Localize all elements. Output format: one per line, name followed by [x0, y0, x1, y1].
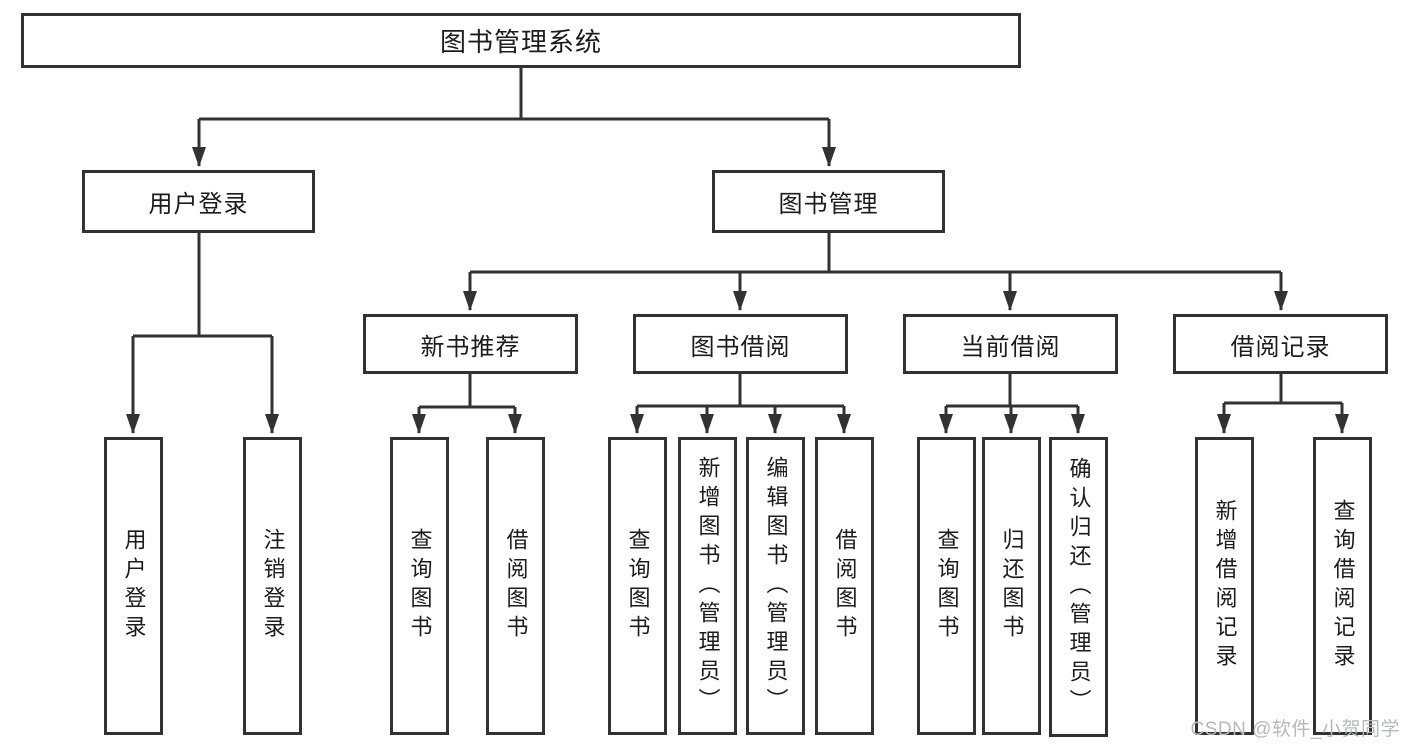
node-label: 归还图书	[999, 528, 1025, 644]
node-label: 编辑图书（管理员）	[763, 455, 789, 717]
node-library-management-system: 图书管理系统	[21, 13, 1021, 68]
node-new-book-recommend: 新书推荐	[363, 314, 578, 374]
node-label: 图书管理	[778, 191, 879, 218]
leaf-query-borrow-record: 查询借阅记录	[1313, 437, 1372, 735]
node-label: 借阅记录	[1230, 333, 1331, 361]
node-label: 用户登录	[148, 191, 249, 218]
node-label: 新增图书（管理员）	[695, 455, 721, 717]
node-label: 注销登录	[260, 528, 286, 644]
leaf-return-books: 归还图书	[982, 437, 1041, 735]
leaf-logout: 注销登录	[243, 437, 302, 735]
node-label: 图书借阅	[690, 333, 791, 361]
node-label: 查询图书	[625, 528, 651, 644]
leaf-add-book-admin: 新增图书（管理员）	[678, 437, 737, 735]
node-label: 查询图书	[407, 528, 433, 644]
node-label: 用户登录	[121, 528, 147, 644]
node-label: 查询图书	[934, 528, 960, 644]
node-label: 当前借阅	[960, 333, 1061, 361]
leaf-query-books-borrowing: 查询图书	[608, 437, 667, 735]
node-label: 确认归还（管理员）	[1066, 456, 1092, 718]
leaf-borrow-books-borrowing: 借阅图书	[815, 437, 874, 735]
node-label: 新增借阅记录	[1212, 499, 1238, 673]
leaf-query-books-current: 查询图书	[917, 437, 976, 735]
leaf-user-login: 用户登录	[104, 437, 163, 735]
node-borrowing-records: 借阅记录	[1173, 314, 1388, 374]
leaf-add-borrow-record: 新增借阅记录	[1195, 437, 1254, 735]
node-label: 查询借阅记录	[1330, 499, 1356, 673]
leaf-borrow-books-recommend: 借阅图书	[486, 437, 545, 735]
node-label: 新书推荐	[420, 333, 521, 361]
node-user-login: 用户登录	[82, 170, 315, 233]
leaf-edit-book-admin: 编辑图书（管理员）	[746, 437, 805, 735]
leaf-query-books-recommend: 查询图书	[390, 437, 449, 735]
node-label: 图书管理系统	[439, 27, 602, 57]
watermark: CSDN @软件_小贺同学	[1190, 719, 1400, 740]
node-label: 借阅图书	[503, 528, 529, 644]
node-current-borrowing: 当前借阅	[903, 314, 1118, 374]
node-book-management: 图书管理	[712, 170, 945, 233]
node-book-borrowing: 图书借阅	[633, 314, 848, 374]
node-label: 借阅图书	[832, 528, 858, 644]
leaf-confirm-return-admin: 确认归还（管理员）	[1049, 437, 1108, 737]
